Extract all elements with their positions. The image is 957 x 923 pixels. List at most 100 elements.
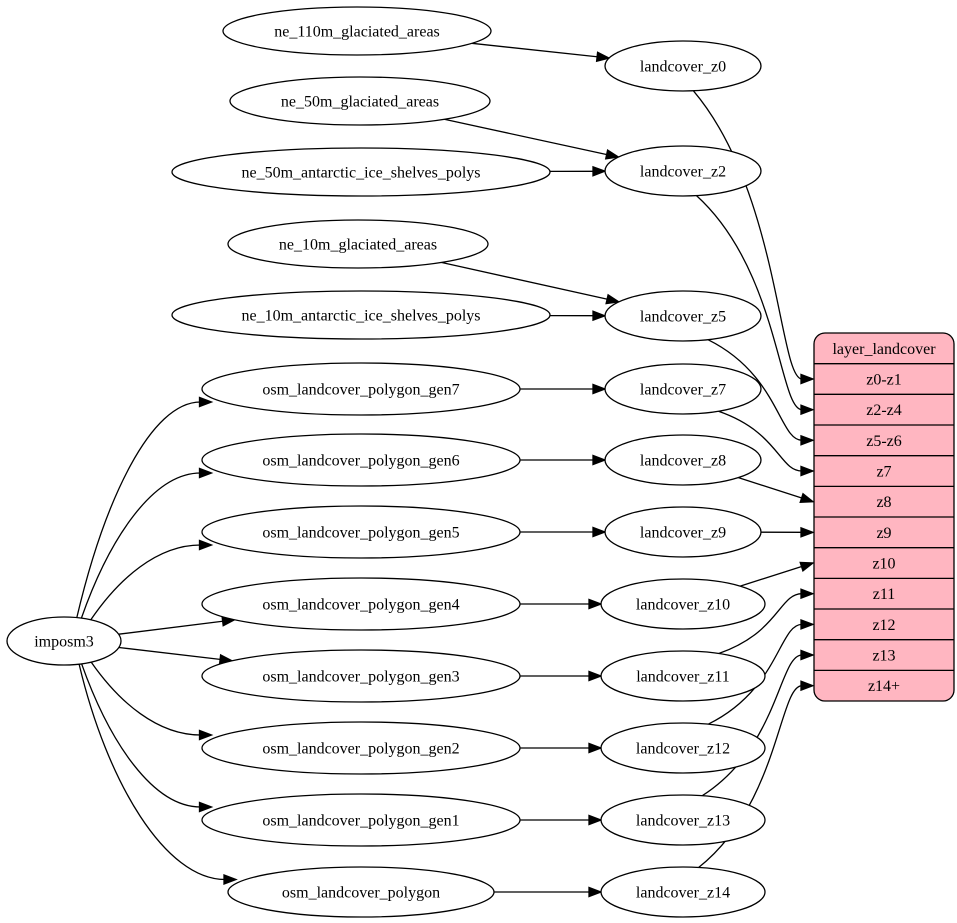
node-osm_landcover_polygon_gen1-shape (201, 793, 521, 847)
edge-imposm3-to-osm_landcover_polygon_gen5 (90, 544, 201, 621)
edge-imposm3-to-osm_landcover_polygon (78, 663, 226, 881)
node-osm_landcover_polygon_gen1: osm_landcover_polygon_gen1 (201, 793, 521, 847)
edge-landcover_z0-to-layer_landcover-z0-z1 (692, 90, 803, 380)
node-landcover_z2: landcover_z2 (604, 145, 762, 197)
node-landcover_z9-shape (604, 506, 762, 558)
edge-imposm3-to-osm_landcover_polygon_gen2 (90, 661, 201, 736)
edge-ne_110m_glaciated_areas-to-landcover_z0 (471, 42, 599, 58)
node-osm_landcover_polygon_gen4-shape (201, 577, 521, 631)
edge-imposm3-to-osm_landcover_polygon_gen3 (118, 646, 222, 661)
node-ne_50m_antarctic_ice_shelves_polys-shape (171, 147, 551, 197)
arrowhead-landcover_z8-to-layer_landcover-z8 (799, 492, 815, 503)
arrowhead-osm_landcover_polygon_gen6-to-landcover_z8 (592, 454, 607, 466)
edge-imposm3-to-osm_landcover_polygon_gen6 (80, 472, 201, 619)
arrowhead-osm_landcover_polygon_gen4-to-landcover_z10 (588, 598, 603, 610)
node-osm_landcover_polygon_gen2: osm_landcover_polygon_gen2 (201, 721, 521, 775)
node-landcover_z13: landcover_z13 (600, 794, 766, 846)
node-ne_10m_antarctic_ice_shelves_polys: ne_10m_antarctic_ice_shelves_polys (171, 290, 551, 340)
node-osm_landcover_polygon_gen5: osm_landcover_polygon_gen5 (201, 505, 521, 559)
node-ne_110m_glaciated_areas: ne_110m_glaciated_areas (222, 6, 492, 56)
arrowhead-ne_50m_antarctic_ice_shelves_polys-to-landcover_z2 (592, 165, 607, 177)
arrowhead-landcover_z11-to-layer_landcover-z11 (800, 588, 815, 600)
node-landcover_z14: landcover_z14 (600, 866, 766, 918)
node-osm_landcover_polygon_gen3-label: osm_landcover_polygon_gen3 (262, 669, 459, 686)
node-osm_landcover_polygon_gen6-label: osm_landcover_polygon_gen6 (262, 453, 459, 470)
node-osm_landcover_polygon-shape (227, 866, 495, 918)
node-ne_50m_glaciated_areas: ne_50m_glaciated_areas (229, 76, 491, 126)
edge-imposm3-to-osm_landcover_polygon_gen7 (76, 401, 201, 618)
table-row-z12-label: z12 (872, 617, 895, 634)
nodes-layer: imposm3 ne_110m_glaciated_areas ne_50m_gla… (6, 6, 766, 918)
arrowhead-imposm3-to-osm_landcover_polygon_gen1 (198, 801, 214, 813)
node-imposm3-label: imposm3 (34, 634, 94, 651)
arrowhead-ne_50m_glaciated_areas-to-landcover_z2 (604, 149, 621, 160)
node-osm_landcover_polygon_gen6-shape (201, 433, 521, 487)
node-ne_50m_antarctic_ice_shelves_polys-label: ne_50m_antarctic_ice_shelves_polys (241, 165, 480, 182)
node-landcover_z8: landcover_z8 (604, 434, 762, 486)
node-landcover_z14-label: landcover_z14 (636, 885, 730, 902)
edge-landcover_z12-to-layer_landcover-z12 (707, 623, 803, 725)
node-landcover_z12-label: landcover_z12 (636, 741, 730, 758)
node-ne_50m_glaciated_areas-shape (229, 76, 491, 126)
node-landcover_z5-shape (604, 290, 762, 342)
edge-landcover_z11-to-layer_landcover-z11 (718, 593, 803, 655)
arrowhead-ne_110m_glaciated_areas-to-landcover_z0 (595, 51, 611, 63)
arrowhead-osm_landcover_polygon_gen1-to-landcover_z13 (588, 814, 603, 826)
table-row-z5-z6-label: z5-z6 (866, 433, 902, 450)
node-ne_50m_glaciated_areas-label: ne_50m_glaciated_areas (281, 94, 439, 111)
node-imposm3-shape (6, 616, 122, 666)
arrowhead-imposm3-to-osm_landcover_polygon_gen2 (198, 729, 214, 741)
table-layer_landcover: layer_landcoverz0-z1z2-z4z5-z6z7z8z9z10z… (813, 332, 955, 702)
node-osm_landcover_polygon_gen5-label: osm_landcover_polygon_gen5 (262, 525, 459, 542)
edges-layer (76, 42, 815, 898)
arrowhead-landcover_z10-to-layer_landcover-z10 (799, 561, 815, 572)
table-row-z0-z1-label: z0-z1 (866, 372, 902, 389)
node-osm_landcover_polygon: osm_landcover_polygon (227, 866, 495, 918)
table-row-z13-label: z13 (872, 648, 895, 665)
node-ne_50m_antarctic_ice_shelves_polys: ne_50m_antarctic_ice_shelves_polys (171, 147, 551, 197)
node-landcover_z11-label: landcover_z11 (636, 669, 730, 686)
node-osm_landcover_polygon_gen7-label: osm_landcover_polygon_gen7 (262, 382, 459, 399)
node-landcover_z0: landcover_z0 (604, 40, 762, 92)
node-landcover_z8-shape (604, 434, 762, 486)
node-landcover_z11: landcover_z11 (600, 650, 766, 702)
arrowhead-landcover_z2-to-layer_landcover-z2-z4 (800, 404, 815, 416)
arrowhead-landcover_z7-to-layer_landcover-z7 (800, 465, 815, 477)
arrowhead-landcover_z5-to-layer_landcover-z5-z6 (800, 434, 815, 446)
table-row-z9-label: z9 (876, 525, 891, 542)
arrowhead-osm_landcover_polygon_gen7-to-landcover_z7 (592, 383, 607, 395)
node-landcover_z11-shape (600, 650, 766, 702)
table-row-z8-label: z8 (876, 494, 891, 511)
arrowhead-landcover_z13-to-layer_landcover-z13 (800, 649, 815, 661)
table-row-z11-label: z11 (873, 586, 896, 603)
node-ne_10m_glaciated_areas: ne_10m_glaciated_areas (227, 219, 489, 269)
arrowhead-osm_landcover_polygon_gen5-to-landcover_z9 (592, 526, 607, 538)
node-osm_landcover_polygon_gen7: osm_landcover_polygon_gen7 (201, 362, 521, 416)
node-landcover_z0-shape (604, 40, 762, 92)
arrowhead-ne_10m_glaciated_areas-to-landcover_z5 (605, 293, 621, 305)
node-landcover_z14-shape (600, 866, 766, 918)
node-landcover_z5-label: landcover_z5 (640, 309, 726, 326)
node-landcover_z13-shape (600, 794, 766, 846)
arrowhead-ne_10m_antarctic_ice_shelves_polys-to-landcover_z5 (592, 310, 607, 322)
arrowhead-landcover_z12-to-layer_landcover-z12 (800, 618, 815, 630)
node-landcover_z7: landcover_z7 (604, 363, 762, 415)
node-landcover_z9-label: landcover_z9 (640, 525, 726, 542)
table-row-z2-z4-label: z2-z4 (866, 402, 902, 419)
node-ne_10m_glaciated_areas-label: ne_10m_glaciated_areas (279, 237, 437, 254)
node-landcover_z13-label: landcover_z13 (636, 813, 730, 830)
table-row-z7-label: z7 (876, 464, 891, 481)
node-osm_landcover_polygon_gen3-shape (201, 649, 521, 703)
node-landcover_z8-label: landcover_z8 (640, 453, 726, 470)
edge-landcover_z8-to-layer_landcover-z8 (738, 476, 803, 499)
table-layer_landcover-title: layer_landcover (832, 341, 936, 358)
node-osm_landcover_polygon-label: osm_landcover_polygon (282, 885, 440, 902)
table-row-z14+-label: z14+ (868, 678, 900, 695)
node-landcover_z7-shape (604, 363, 762, 415)
node-osm_landcover_polygon_gen2-label: osm_landcover_polygon_gen2 (262, 741, 459, 758)
node-osm_landcover_polygon_gen6: osm_landcover_polygon_gen6 (201, 433, 521, 487)
node-landcover_z12-shape (600, 722, 766, 774)
node-ne_110m_glaciated_areas-shape (222, 6, 492, 56)
edge-landcover_z13-to-layer_landcover-z13 (701, 654, 803, 797)
